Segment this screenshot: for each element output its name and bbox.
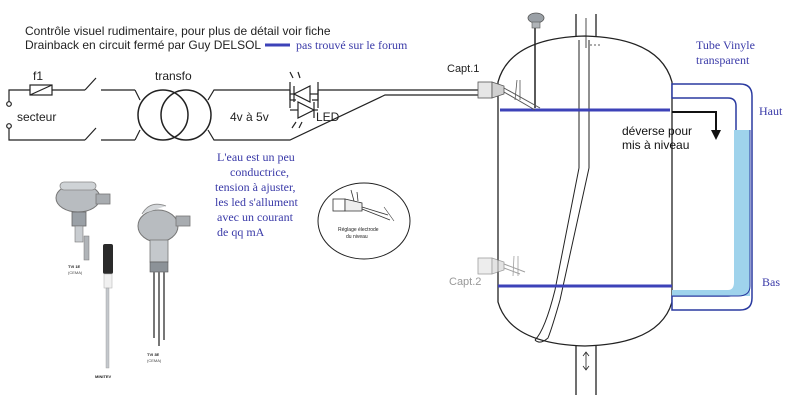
conductivity-note: L'eau est un peu conductrice, tension à … [215,150,298,239]
led-ray [289,71,294,79]
sensor-2 [477,255,526,277]
led-diode-1 [292,85,311,103]
probe3-label: MINITEV [95,374,112,379]
voltage-label: 4v à 5v [230,110,269,124]
level-high-label: Haut [759,104,783,118]
tank-shell [497,35,673,347]
sensor-1-label: Capt.1 [447,63,479,75]
probe2-sub: (CEMA) [147,358,162,363]
probe-photo-tvi1e: TVI 1E (CEMA) [55,181,111,275]
led-ray [298,121,303,129]
wire-to-transfo-top [134,89,141,101]
header-line-1: Contrôle visuel rudimentaire, pour plus … [25,24,331,38]
fuse-element [29,84,53,96]
mains-label: secteur [17,110,56,124]
probe1-label: TVI 1E [68,264,81,269]
detail-caption-1: Réglage électrode [338,227,379,233]
transformer-symbol [137,89,212,141]
note-line: conductrice, [230,165,289,179]
led-pair [289,71,319,129]
tube-water [672,130,738,296]
led-ray [291,121,297,129]
inner-tube-curve-left [534,167,580,341]
wire-to-transfo-bottom [134,129,141,141]
probe1-sub: (CEMA) [68,270,83,275]
detail-caption-2: du niveau [346,234,368,240]
level-low-label: Bas [762,275,780,289]
header-line-2: Drainback en circuit fermé par Guy DELSO… [25,38,261,52]
overflow-label-2: mis à niveau [622,138,689,152]
mains-terminal-top [6,101,12,107]
wire-bottom-left [8,128,85,141]
wire-secondary-bottom [207,94,500,141]
tube-label-1: Tube Vinyle [696,38,755,52]
note-line: les led s'allument [215,195,298,209]
electrode-detail-inset: Réglage électrode du niveau [317,182,411,260]
switch-bottom [84,127,97,141]
note-line: de qq mA [217,225,265,239]
sensor-2-label: Capt.2 [449,276,481,288]
header-note: pas trouvé sur le forum [296,38,408,52]
tube-label-2: transparent [696,53,750,67]
tank [497,14,673,395]
fuse-label: f1 [33,69,43,83]
probe2-label: TVI 3E [147,352,160,357]
led-ray [297,71,301,79]
note-line: avec un courant [217,210,294,224]
note-line: L'eau est un peu [217,150,295,164]
inner-tube-curve-right [534,167,590,343]
wire-secondary-top [207,89,290,101]
sensor-1 [477,79,541,111]
probe-photo-minitev: MINITEV [95,244,113,379]
switch-top [84,77,97,91]
note-line: tension à ajuster, [215,180,296,194]
vinyl-tube [671,83,753,311]
overflow-pipe [672,111,721,140]
probe-photo-tvi3e: TVI 3E (CEMA) [137,203,191,363]
led-label: LED [316,110,340,124]
tube-water-column [736,130,750,296]
transformer-label: transfo [155,69,192,83]
wire-top-left [8,89,30,102]
mains-circuit [6,77,141,141]
overflow-label-1: déverse pour [622,124,692,138]
top-probe-head [527,12,545,29]
mains-terminal-bottom [6,123,12,129]
led-diode-2 [297,101,316,119]
